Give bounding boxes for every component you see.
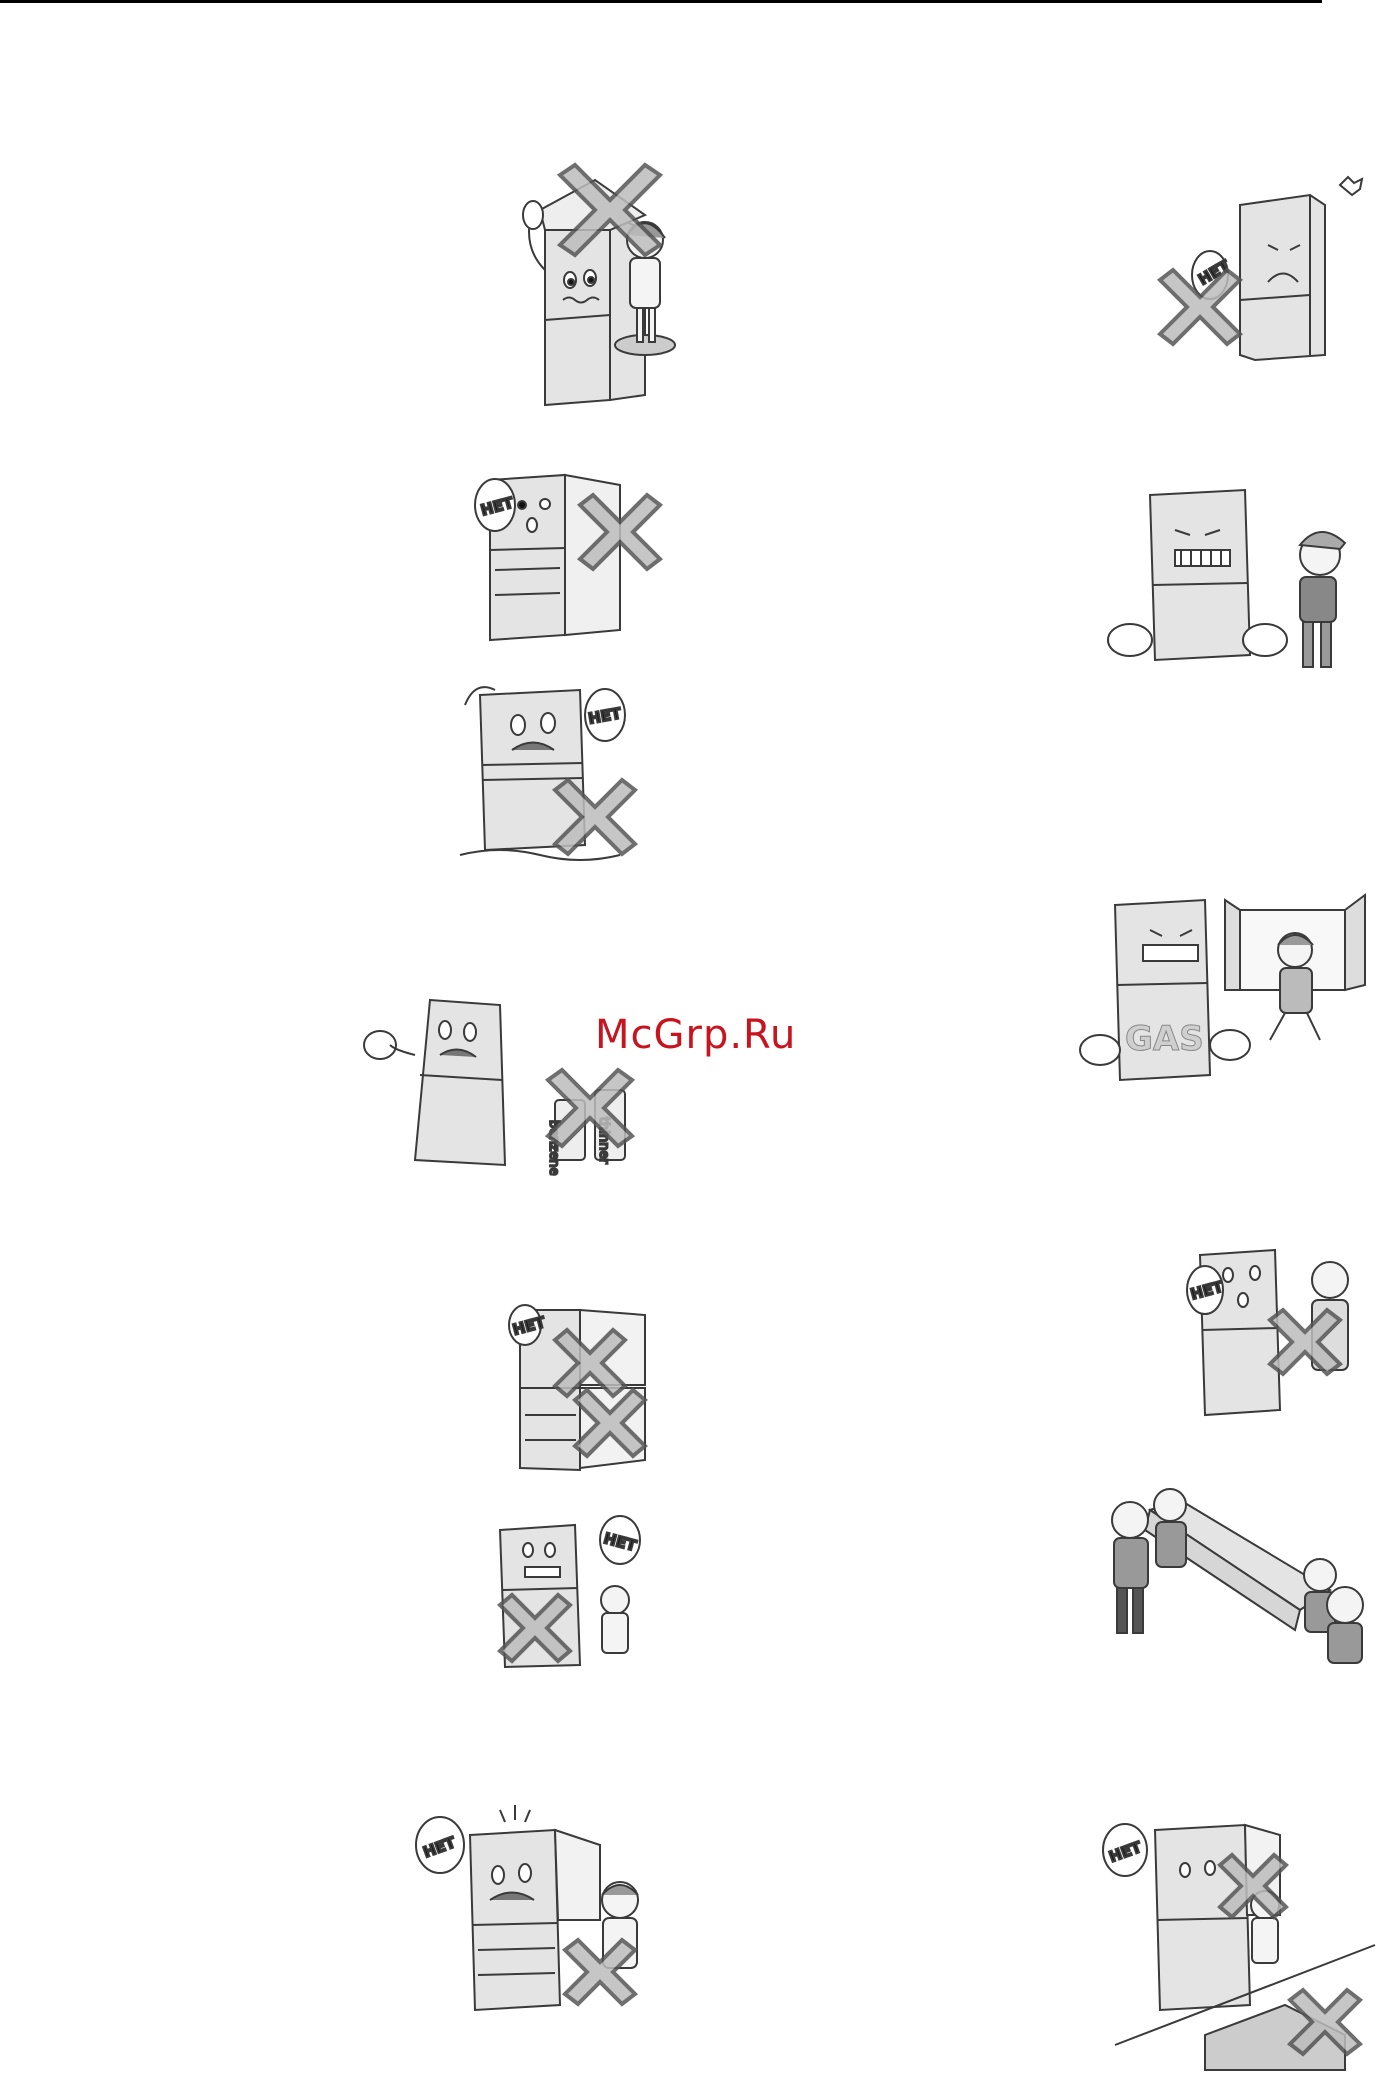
stop-hand-icon: НЕТ [585,689,625,741]
stop-hand-icon: НЕТ [600,1516,640,1564]
top-rule [0,0,1322,3]
illustration-moving-fridge [1090,1480,1370,1680]
fridge-character-icon [364,1000,505,1165]
illustration-gas-leak: GAS [1075,890,1375,1090]
illustration-child-climbing [515,160,695,410]
illustration-repair-person [1105,485,1355,685]
illustration-pet-in-fridge: НЕТ [480,1495,660,1675]
technician-icon [1300,532,1345,667]
illustration-fridge-stop-hand: НЕТ [1140,170,1370,370]
stop-hand-icon: НЕТ [1103,1824,1147,1876]
illustration-hanging-on-door: НЕТ [1180,1230,1370,1430]
prohibit-x-icon [565,1940,635,2004]
illustration-child-in-fridge: НЕТ [450,460,670,650]
fridge-character-icon [1108,490,1287,660]
svg-text:GAS: GAS [1125,1019,1204,1059]
stop-hand-icon: НЕТ [475,479,516,531]
illustration-water-splash: НЕТ [450,665,670,865]
illustration-power-strip: НЕТ [1085,1805,1375,2070]
stop-hand-icon: НЕТ [416,1817,464,1873]
illustration-bottles-in-door: НЕТ [480,1300,660,1475]
child-icon [601,1586,629,1653]
watermark: McGrp.Ru [595,1012,796,1058]
fridge-character-icon [1240,177,1362,360]
illustration-door-hit-child: НЕТ [390,1800,660,2020]
